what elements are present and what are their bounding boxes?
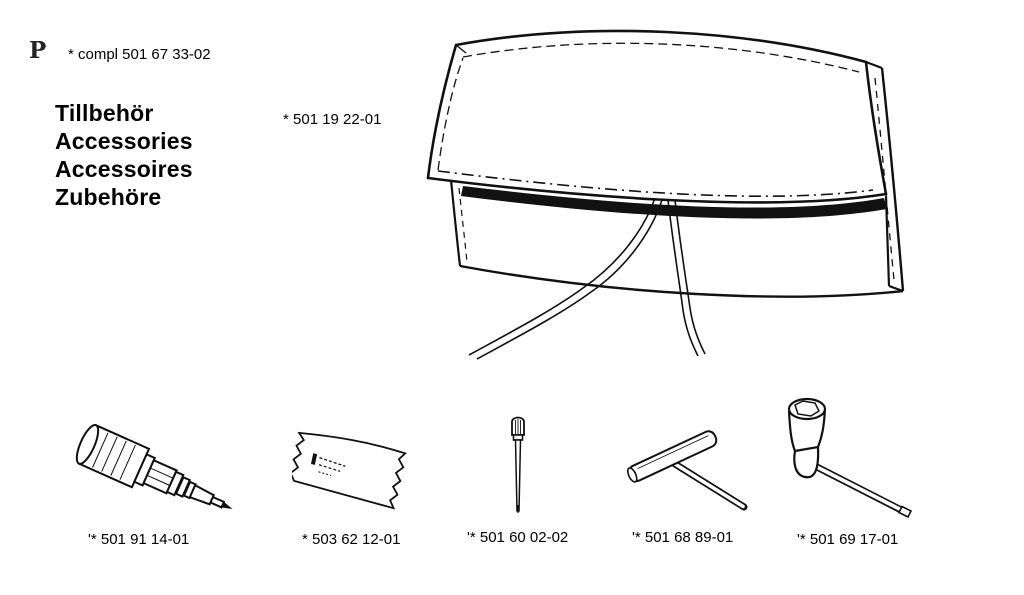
part-number-label-pin-tool: '* 501 60 02-02 [467,529,569,546]
assembly-part-number: * compl 501 67 33-02 [68,46,211,63]
page-section-mark: P [29,37,48,64]
title-german: Zubehöre [55,184,162,210]
section-title: Tillbehör Accessories Accessoires Zubehö… [55,99,193,211]
part-number-label-spark-plug: '* 501 91 14-01 [88,531,190,548]
part-number-label-socket-wrench: '* 501 69 17-01 [797,531,899,548]
part-number-label-pouch: * 501 19 22-01 [283,111,382,128]
spark-plug-illustration [68,412,258,537]
title-french: Accessoires [55,156,193,182]
title-english: Accessories [55,128,193,154]
tool-pouch-illustration [403,28,933,373]
spark-plug-wrench-illustration [775,393,925,528]
adjustment-screwdriver-illustration [498,413,538,528]
part-number-label-t-wrench: '* 501 68 89-01 [632,529,734,546]
t-handle-wrench-illustration [616,424,756,519]
part-number-label-grease-tube: * 503 62 12-01 [302,531,401,548]
title-swedish: Tillbehör [55,100,154,126]
grease-tube-illustration [292,415,427,520]
